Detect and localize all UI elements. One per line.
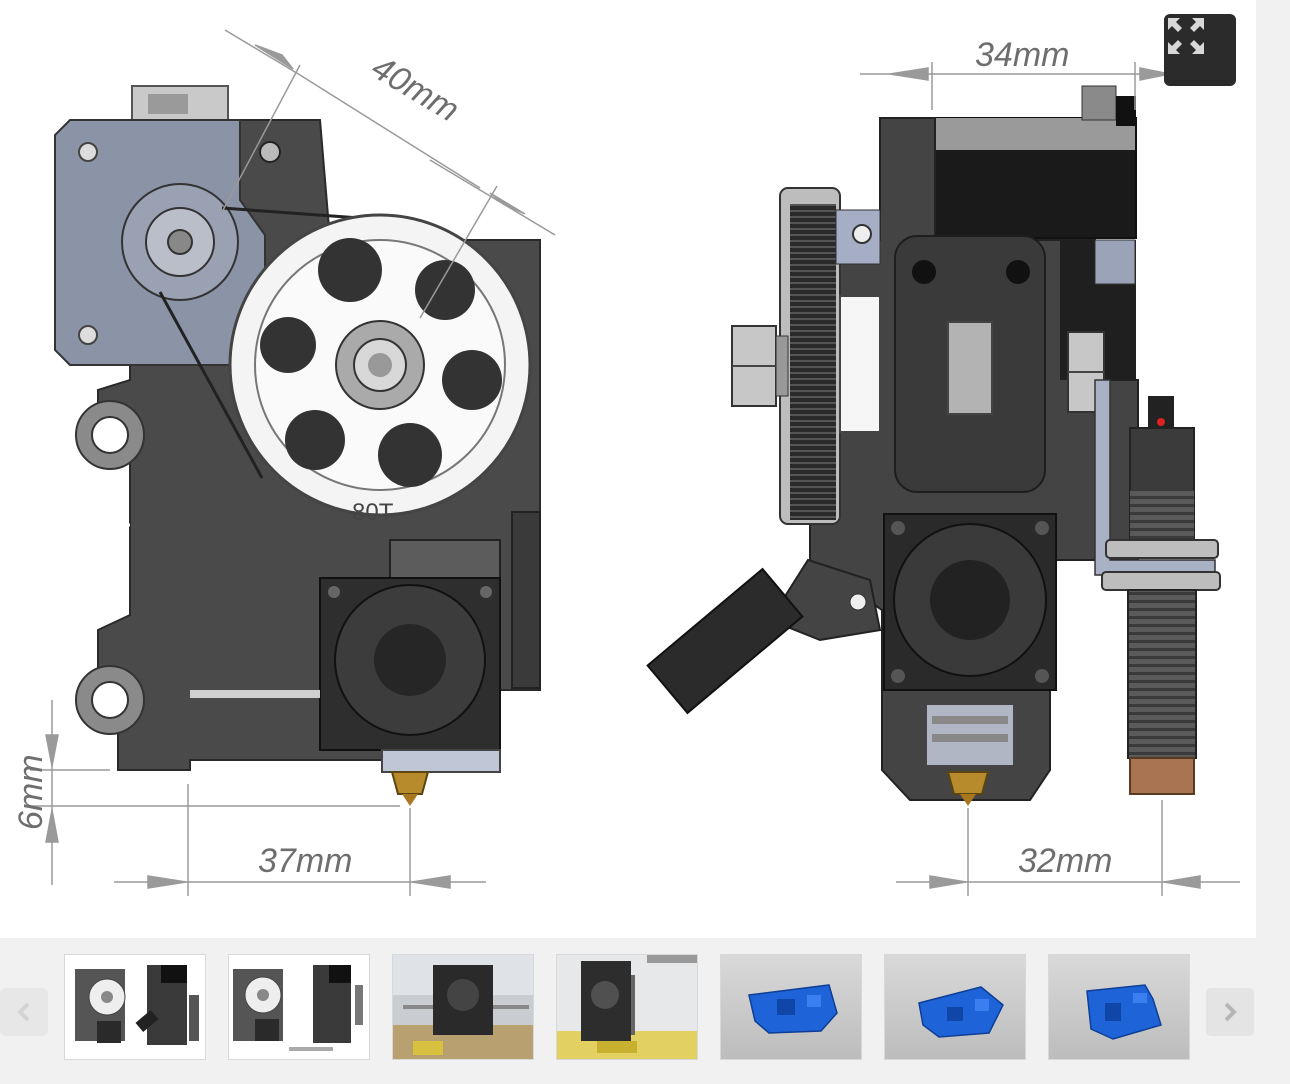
prev-button[interactable] <box>0 988 48 1036</box>
thumbnail-5[interactable] <box>720 954 862 1060</box>
thumbnail-photo-image <box>557 955 697 1059</box>
dimension-37mm-label: 37mm <box>258 842 352 880</box>
thumbnail-2[interactable] <box>228 954 370 1060</box>
main-image-viewer[interactable]: 80T <box>0 0 1256 938</box>
thumbnail-6[interactable] <box>884 954 1026 1060</box>
thumbnail-drawing-image <box>65 955 205 1059</box>
dimension-40mm-label: 40mm <box>365 48 466 129</box>
dimension-32mm-label: 32mm <box>1018 842 1112 880</box>
expand-icon <box>1168 18 1204 54</box>
left-view: 80T <box>54 85 541 806</box>
pulley-tooth-label: 80T <box>352 499 394 526</box>
right-view <box>646 85 1221 806</box>
extruder-technical-drawing: 80T <box>12 29 1240 896</box>
dimension-lines <box>30 29 1240 896</box>
dimension-34mm-label: 34mm <box>975 36 1069 74</box>
right-gutter <box>1256 0 1290 1084</box>
next-button[interactable] <box>1206 988 1254 1036</box>
dimension-6mm-label: 6mm <box>12 754 50 830</box>
thumbnail-photo-image <box>393 955 533 1059</box>
thumbnail-render-image <box>1049 955 1189 1059</box>
thumbnail-render-image <box>721 955 861 1059</box>
fullscreen-button[interactable] <box>1164 14 1236 86</box>
thumbnail-drawing-image <box>229 955 369 1059</box>
thumbnail-7[interactable] <box>1048 954 1190 1060</box>
thumbnail-4[interactable] <box>556 954 698 1060</box>
thumbnail-render-image <box>885 955 1025 1059</box>
chevron-right-icon <box>1224 1002 1237 1022</box>
thumbnail-3[interactable] <box>392 954 534 1060</box>
chevron-left-icon <box>17 1002 30 1022</box>
thumbnail-1[interactable] <box>64 954 206 1060</box>
